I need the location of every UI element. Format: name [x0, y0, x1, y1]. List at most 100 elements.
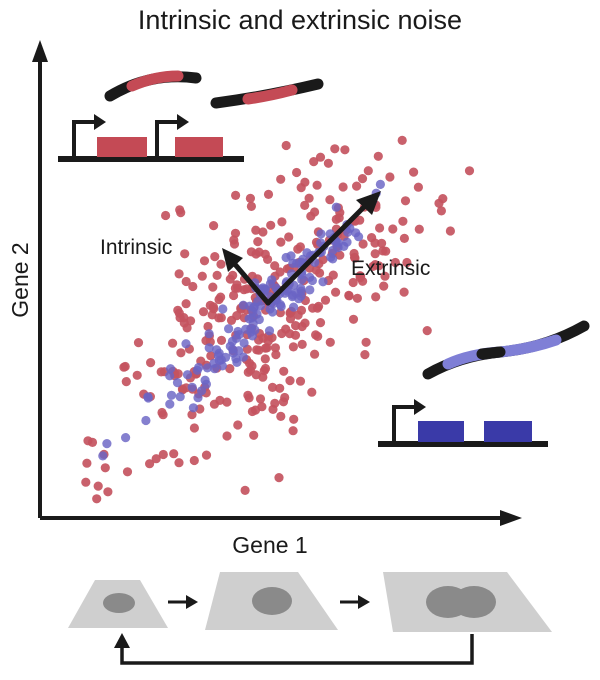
scatter-point: [267, 275, 277, 285]
scatter-point: [216, 292, 226, 302]
scatter-point: [289, 414, 299, 424]
intrinsic-arrow: [230, 259, 271, 306]
scatter-point: [398, 216, 408, 226]
scatter-point: [82, 458, 92, 468]
scatter-point: [331, 202, 341, 212]
scatter-point: [176, 348, 186, 358]
scatter-point: [181, 276, 191, 287]
red-gene-construct: [58, 70, 324, 162]
scatter-point: [363, 166, 373, 176]
scatter-point: [247, 361, 257, 371]
scatter-point: [323, 158, 333, 168]
scatter-point: [258, 283, 268, 293]
red-points-series: [81, 135, 475, 504]
scatter-point: [316, 229, 326, 239]
scatter-point: [204, 329, 214, 339]
scatter-point: [199, 256, 210, 266]
scatter-point: [288, 258, 298, 268]
mrna-strand-icon: [210, 78, 324, 109]
cell-icon: [383, 572, 552, 632]
scatter-point: [277, 328, 287, 339]
scatter-point: [296, 283, 306, 293]
scatter-point: [352, 181, 362, 191]
scatter-point: [445, 226, 455, 236]
scatter-point: [320, 295, 331, 305]
scatter-point: [209, 358, 219, 368]
scatter-point: [232, 280, 242, 290]
scatter-point: [328, 270, 338, 280]
scatter-point: [294, 294, 304, 304]
scatter-point: [197, 271, 207, 281]
scatter-point: [325, 337, 335, 347]
scatter-point: [385, 172, 395, 182]
scatter-point: [292, 167, 302, 178]
scatter-point: [121, 433, 131, 443]
scatter-point: [245, 193, 255, 203]
scatter-point: [270, 261, 280, 271]
gene-box: [418, 421, 464, 442]
scatter-point: [335, 250, 345, 260]
scatter-point: [380, 271, 390, 281]
dna-strand: [378, 441, 548, 447]
scatter-point: [434, 198, 444, 208]
scatter-point: [156, 367, 166, 377]
scatter-point: [267, 382, 278, 392]
scatter-point: [339, 241, 349, 251]
scatter-point: [251, 225, 261, 235]
scatter-point: [388, 224, 398, 234]
scatter-point: [242, 284, 252, 294]
scatter-point: [260, 354, 270, 364]
scatter-point: [296, 305, 307, 315]
scatter-point: [229, 290, 239, 301]
scatter-point: [288, 342, 298, 352]
scatter-point: [367, 233, 377, 243]
scatter-point: [216, 335, 227, 345]
promoter-arrow-icon: [155, 114, 189, 158]
scatter-point: [360, 350, 370, 360]
scatter-point: [288, 426, 298, 436]
scatter-point: [348, 277, 358, 288]
scatter-point: [274, 473, 284, 483]
scatter-point: [244, 314, 254, 324]
scatter-point: [286, 251, 296, 261]
y-axis-arrowhead: [32, 40, 48, 62]
scatter-point: [151, 454, 161, 464]
scatter-point: [413, 182, 423, 192]
scatter-point: [358, 239, 368, 249]
scatter-point: [181, 339, 191, 349]
scatter-point: [307, 387, 317, 397]
promoter-arrow-icon: [72, 114, 106, 158]
scatter-point: [212, 270, 222, 280]
scatter-point: [264, 326, 275, 336]
x-axis-label: Gene 1: [232, 532, 307, 558]
scatter-point: [279, 366, 289, 376]
scatter-point: [375, 179, 385, 189]
gene-box: [97, 137, 147, 157]
scatter-point: [192, 365, 202, 375]
scatter-point: [328, 254, 338, 264]
scatter-point: [225, 364, 235, 374]
scatter-point: [310, 349, 320, 359]
scatter-point: [355, 215, 365, 225]
scatter-point: [189, 455, 199, 466]
scatter-point: [276, 411, 286, 421]
scatter-point: [357, 174, 368, 184]
scatter-point: [377, 238, 387, 248]
scatter-point: [276, 301, 286, 312]
scatter-point: [231, 333, 241, 343]
scatter-point: [310, 207, 320, 217]
cell-cycle: [68, 572, 552, 665]
extrinsic-label: Extrinsic: [351, 257, 430, 280]
scatter-point: [197, 386, 207, 396]
scatter-point: [188, 403, 198, 413]
scatter-point: [216, 313, 226, 323]
promoter-arrow-icon: [392, 399, 426, 443]
scatter-point: [174, 269, 184, 279]
scatter-point: [247, 331, 257, 341]
scatter-point: [254, 345, 264, 355]
scatter-point: [201, 450, 212, 460]
scatter-point: [370, 249, 380, 259]
scatter-point: [177, 384, 187, 394]
scatter-point: [182, 370, 193, 380]
scatter-point: [165, 371, 175, 381]
